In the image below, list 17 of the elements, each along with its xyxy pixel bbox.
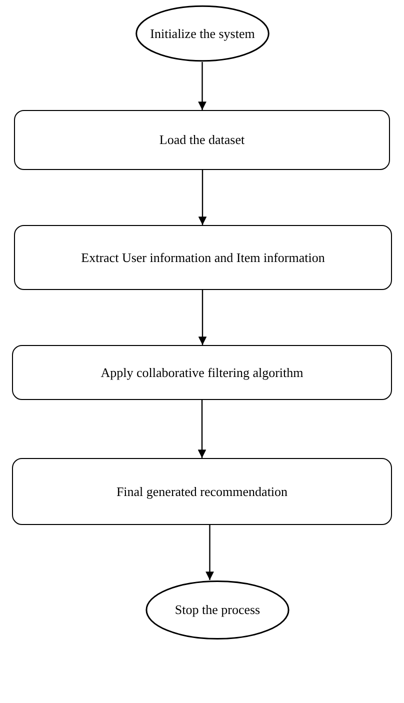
arrow bbox=[198, 290, 207, 345]
process-box bbox=[14, 110, 390, 170]
node-label: Load the dataset bbox=[158, 132, 246, 148]
arrow bbox=[206, 525, 214, 580]
terminal-ellipse bbox=[135, 5, 270, 62]
process-box bbox=[12, 458, 392, 525]
node-label: Final generated recommendation bbox=[115, 484, 289, 500]
process-box bbox=[14, 225, 392, 290]
node-label: Extract User information and Item information bbox=[80, 250, 326, 266]
arrow bbox=[198, 170, 207, 225]
node-label: Initialize the system bbox=[149, 26, 256, 42]
terminal-ellipse bbox=[145, 580, 290, 640]
node-label: Apply collaborative filtering algorithm bbox=[100, 364, 304, 380]
arrow bbox=[198, 62, 206, 110]
process-box bbox=[12, 345, 392, 400]
arrow bbox=[198, 400, 206, 458]
node-label: Stop the process bbox=[174, 602, 262, 618]
